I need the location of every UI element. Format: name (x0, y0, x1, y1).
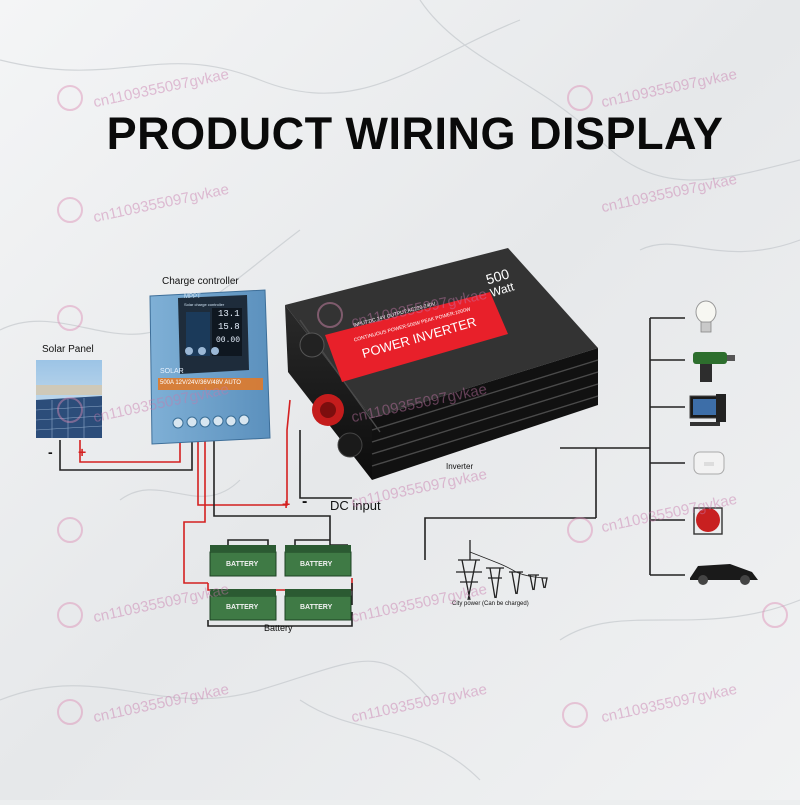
battery-label-1: BATTERY (226, 561, 259, 568)
battery-label-4: BATTERY (300, 604, 333, 611)
battery-link-2 (294, 539, 330, 545)
inverter-negative-wire (299, 430, 352, 499)
transmission-towers-icon (456, 540, 548, 601)
controller-screen-mid: 15.8 (218, 322, 240, 332)
solar-minus-sign: - (48, 444, 53, 460)
battery-bank (209, 545, 352, 621)
charge-controller-device (149, 289, 271, 445)
light-bulb-icon (695, 300, 717, 333)
water-pump-icon (693, 507, 723, 535)
power-drill-icon (693, 352, 735, 382)
controller-brand-text: MPPT (184, 294, 201, 300)
solar-negative-wire (59, 430, 193, 471)
dc-minus-sign: - (302, 493, 308, 510)
controller-model-tag: SOLAR (160, 368, 184, 375)
battery-link-1 (227, 539, 269, 545)
wiring (59, 317, 685, 627)
controller-battery-positive-wire (197, 399, 291, 506)
solar-panel-label: Solar Panel (42, 344, 94, 355)
city-power-label: City power (Can be charged) (452, 601, 529, 607)
rice-cooker-icon (693, 451, 725, 475)
watermark-marks (57, 85, 788, 728)
battery-group-label: Battery (264, 623, 293, 633)
page-title: PRODUCT WIRING DISPLAY (106, 108, 724, 159)
car-icon (690, 564, 758, 585)
desktop-computer-icon (689, 394, 726, 426)
dc-input-label: DC input (330, 498, 381, 513)
controller-voltage-strip: 500A 12V/24V/36V/48V AUTO (160, 380, 241, 386)
battery-label-2: BATTERY (300, 561, 333, 568)
power-inverter-device (285, 248, 599, 480)
controller-battery-red-loop (183, 430, 208, 584)
inverter-label: Inverter (446, 462, 474, 471)
dc-plus-sign: + (282, 496, 291, 512)
city-power-wire (424, 517, 596, 560)
battery-label-3: BATTERY (226, 604, 259, 611)
charge-controller-label: Charge controller (162, 276, 239, 287)
controller-screen-bottom: 00.00 (216, 336, 241, 345)
solar-positive-wire (79, 430, 181, 463)
solar-plus-sign: + (78, 444, 87, 460)
controller-subtitle-text: Solar charge controller (184, 302, 225, 307)
solar-panel-image (35, 360, 103, 438)
controller-screen-top: 13.1 (218, 309, 240, 319)
battery-link-5 (207, 612, 353, 627)
